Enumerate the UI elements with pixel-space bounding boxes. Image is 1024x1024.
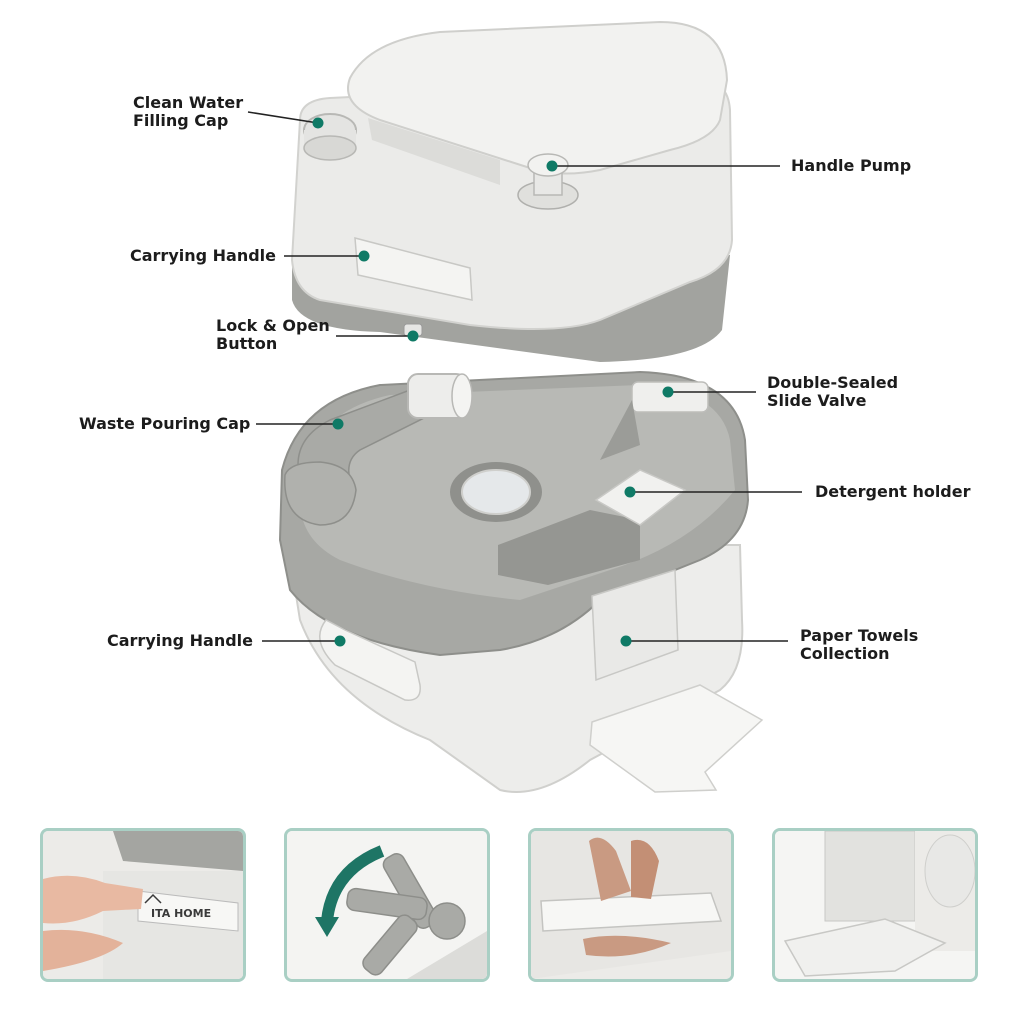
upper-tank — [290, 20, 734, 362]
label-paper-towels-collection: Paper Towels Collection — [800, 627, 918, 663]
label-line: Filling Cap — [133, 111, 229, 130]
thumb-carrying-handle-closeup — [528, 828, 734, 982]
label-line: Button — [216, 334, 278, 353]
label-double-sealed-slide-valve: Double-Sealed Slide Valve — [767, 374, 898, 410]
label-carrying-handle-bottom: Carrying Handle — [107, 631, 254, 650]
label-line: Collection — [800, 644, 890, 663]
ita-home-logo: ITA HOME — [144, 893, 211, 920]
lower-tank — [278, 370, 764, 793]
label-line: Lock & Open — [216, 316, 330, 335]
label-clean-water-filling-cap: Clean Water Filling Cap — [133, 94, 243, 130]
thumb-art — [287, 831, 487, 979]
label-carrying-handle-top: Carrying Handle — [130, 246, 277, 265]
callout-dots — [312, 117, 674, 647]
label-line: Slide Valve — [767, 391, 867, 410]
label-handle-pump: Handle Pump — [791, 156, 912, 175]
label-line: Paper Towels — [800, 626, 919, 645]
thumb-rotating-spout — [284, 828, 490, 982]
thumb-art — [775, 831, 975, 979]
label-detergent-holder: Detergent holder — [815, 482, 971, 501]
label-line: Double-Sealed — [767, 373, 899, 392]
label-lock-open-button: Lock & Open Button — [216, 317, 330, 353]
thumb-lock-button-closeup: ITA HOME — [40, 828, 246, 982]
ita-home-logo-text: ITA HOME — [151, 907, 211, 920]
callout-lines — [247, 111, 802, 642]
label-waste-pouring-cap: Waste Pouring Cap — [79, 414, 251, 433]
thumb-paper-towel-door — [772, 828, 978, 982]
thumb-art — [531, 831, 731, 979]
label-line: Clean Water — [133, 93, 244, 112]
thumb-art: ITA HOME — [43, 831, 243, 979]
rotate-arrow-icon — [315, 917, 339, 937]
